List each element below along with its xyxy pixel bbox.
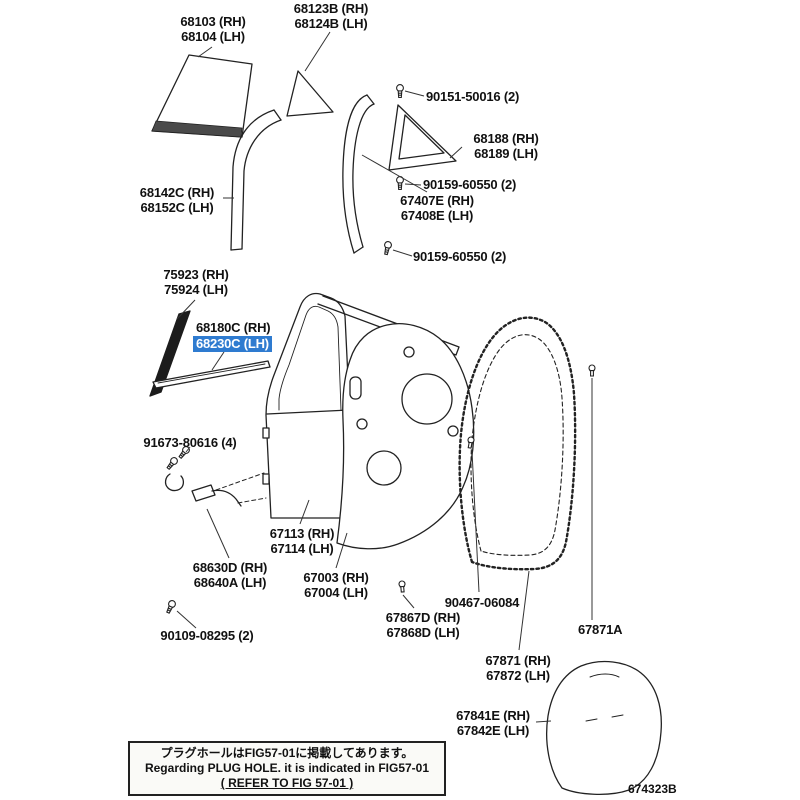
part-label-68230c-highlighted: 68230C (LH) xyxy=(193,336,272,352)
part-label-68188: 68188 (RH)68189 (LH) xyxy=(473,131,539,161)
service-hole-cover-shape xyxy=(546,660,662,796)
note-line-ref: ( REFER TO FIG 57-01 ) xyxy=(220,776,354,790)
part-label-68180c: 68180C (RH) xyxy=(196,320,271,335)
part-label-90467: 90467-06084 xyxy=(444,595,520,610)
screw-90159-lower-icon xyxy=(382,240,393,256)
part-label-90151: 90151-50016 (2) xyxy=(426,89,520,104)
part-label-90109: 90109-08295 (2) xyxy=(160,628,254,643)
part-label-68142c: 68142C (RH)68152C (LH) xyxy=(139,185,215,215)
clip-67867-icon xyxy=(398,580,407,593)
quarter-window-frame-shape xyxy=(388,104,457,171)
part-label-67871a: 67871A xyxy=(578,622,623,637)
door-check-shape xyxy=(164,472,267,507)
part-label-67113: 67113 (RH)67114 (LH) xyxy=(269,526,335,556)
belt-moulding-shape xyxy=(152,360,271,389)
part-label-67841e: 67841E (RH)67842E (LH) xyxy=(456,708,530,738)
part-label-68630d: 68630D (RH)68640A (LH) xyxy=(192,560,268,590)
part-label-90159-upper: 90159-60550 (2) xyxy=(423,177,517,192)
part-label-67867d: 67867D (RH)67868D (LH) xyxy=(385,610,461,640)
part-label-67003: 67003 (RH)67004 (LH) xyxy=(303,570,369,600)
part-label-68123b: 68123B (RH)68124B (LH) xyxy=(293,1,369,31)
part-label-90159-lower: 90159-60550 (2) xyxy=(413,249,507,264)
leader-lines xyxy=(176,31,593,723)
bolt-91673-icon-2 xyxy=(164,455,180,472)
part-label-91673: 91673-80616 (4) xyxy=(143,435,237,450)
door-inner-panel-shape xyxy=(336,323,475,550)
weatherstrip-ring-shape xyxy=(458,316,577,571)
quarter-glass-shape xyxy=(286,70,334,117)
note-line-en: Regarding PLUG HOLE. it is indicated in … xyxy=(144,761,430,775)
door-glass-shape xyxy=(151,54,253,138)
clip-67871a-icon xyxy=(588,364,596,377)
part-label-67407e: 67407E (RH)67408E (LH) xyxy=(400,193,474,223)
screw-90109-icon xyxy=(164,598,178,615)
plug-hole-note: プラグホールはFIG57-01に掲載してあります。 Regarding PLUG… xyxy=(128,741,446,796)
screw-90151-icon xyxy=(396,84,404,99)
glass-run-left-shape xyxy=(230,109,282,251)
part-label-67871: 67871 (RH)67872 (LH) xyxy=(485,653,551,683)
part-label-75923: 75923 (RH)75924 (LH) xyxy=(163,267,229,297)
note-line-jp: プラグホールはFIG57-01に掲載してあります。 xyxy=(160,746,414,760)
glass-run-right-shape xyxy=(342,94,375,254)
part-label-68103: 68103 (RH)68104 (LH) xyxy=(180,14,246,44)
figure-code: 674323B xyxy=(628,782,677,796)
highlight-badge: 68230C (LH) xyxy=(193,336,272,352)
